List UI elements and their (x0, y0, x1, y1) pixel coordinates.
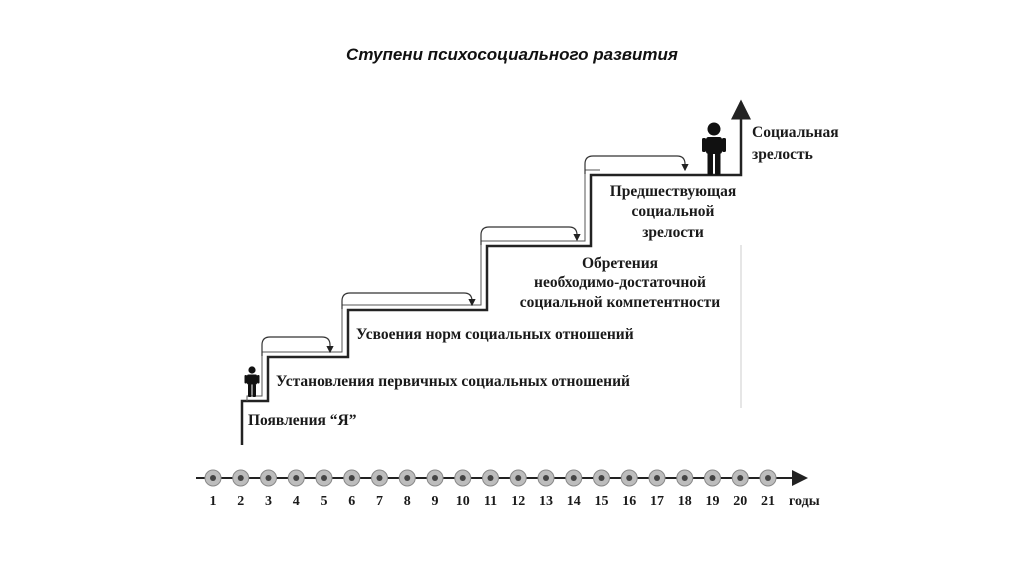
age-tick-label: 13 (539, 494, 553, 509)
age-tick-bead-center (293, 475, 300, 481)
age-tick-label: 6 (348, 494, 355, 509)
age-tick-label: 16 (622, 494, 636, 509)
stage-2-label: Установления первичных социальных отноше… (276, 373, 630, 390)
age-tick-label: 7 (376, 494, 383, 509)
age-tick-bead-center (404, 475, 411, 481)
age-tick-bead-center (515, 475, 522, 481)
age-tick-label: 9 (432, 494, 439, 509)
stage-6-label-line-1: Социальная (752, 124, 839, 141)
transition-arrow-1 (261, 336, 334, 356)
age-tick-bead-center (570, 475, 577, 481)
age-tick-bead-center (681, 475, 688, 481)
person-icon-adult (702, 122, 726, 175)
transition-arrow-4 (584, 155, 689, 174)
age-tick-bead-center (598, 475, 605, 481)
age-tick-label: 18 (678, 494, 692, 509)
age-tick-bead-center (459, 475, 466, 481)
age-tick-label: 11 (484, 494, 497, 509)
age-tick-label: 4 (293, 494, 300, 509)
age-tick-label: 2 (237, 494, 244, 509)
age-tick-label: 14 (567, 494, 581, 509)
age-tick-bead-center (626, 475, 633, 481)
age-tick-bead-center (654, 475, 660, 481)
age-tick-bead-center (432, 475, 438, 481)
age-tick-label: 10 (456, 494, 470, 509)
diagram-title: Ступени психосоциального развития (346, 45, 678, 64)
age-tick-bead-center (543, 475, 549, 481)
age-tick-label: 15 (595, 494, 609, 509)
age-tick-label: 21 (761, 494, 775, 509)
stage-4-label-line-3: социальной компетентности (520, 294, 721, 311)
transition-arrow-2 (341, 292, 476, 309)
age-tick-label: 1 (210, 494, 217, 509)
age-tick-label: 19 (706, 494, 720, 509)
age-tick-label: 17 (650, 494, 664, 509)
stage-5-label-line-1: Предшествующая (610, 183, 737, 200)
person-icon-child (244, 366, 260, 397)
age-tick-label: 20 (733, 494, 747, 509)
age-tick-label: 12 (511, 494, 525, 509)
age-tick-bead-center (487, 475, 494, 481)
age-tick-label: 5 (321, 494, 328, 509)
stage-5-label-line-3: зрелости (642, 224, 704, 241)
stage-3-label: Усвоения норм социальных отношений (356, 326, 634, 343)
transition-arrow-3 (480, 226, 581, 245)
stage-4-label-line-2: необходимо-достаточной (534, 274, 706, 291)
age-tick-bead-center (210, 475, 216, 481)
stage-6-label-line-2: зрелость (752, 146, 813, 163)
age-tick-label: 3 (265, 494, 272, 509)
stage-4-label-line-1: Обретения (582, 255, 658, 272)
age-tick-label: 8 (404, 494, 411, 509)
age-tick-bead-center (321, 475, 327, 481)
staircase-line (240, 99, 751, 445)
age-tick-bead-center (737, 475, 744, 481)
stage-5-label-line-2: социальной (632, 203, 715, 220)
age-tick-bead-center (765, 475, 771, 481)
age-axis-unit: годы (789, 494, 820, 509)
age-tick-bead-center (376, 475, 383, 481)
age-tick-bead-center (265, 475, 272, 481)
stage-1-label: Появления “Я” (248, 412, 357, 429)
age-tick-bead-center (709, 475, 716, 481)
age-tick-bead-center (237, 475, 244, 481)
age-tick-bead-center (348, 475, 355, 481)
